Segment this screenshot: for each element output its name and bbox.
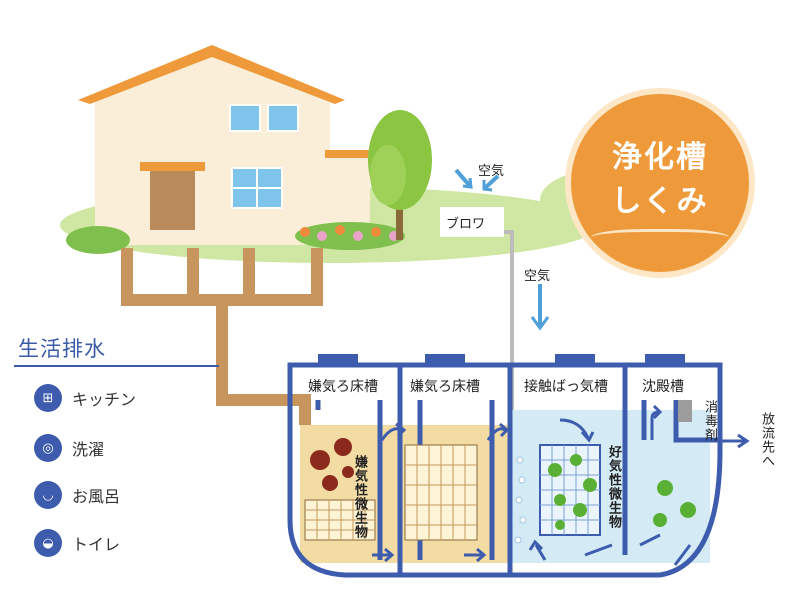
tank-label-aeration: 接触ばっ気槽 <box>524 379 608 395</box>
blower-label: ブロワ <box>446 217 486 232</box>
legend-item-laundry: ◎ 洗濯 <box>34 434 104 462</box>
drain-pipes <box>121 248 323 425</box>
bush <box>66 226 130 254</box>
legend-item-label: トイレ <box>72 535 121 554</box>
legend-item-bath: ◡ お風呂 <box>34 481 120 509</box>
badge-wave <box>591 229 729 250</box>
legend-item-label: お風呂 <box>72 487 121 506</box>
air-arrow-icon <box>454 168 550 331</box>
legend-item-kitchen: ⊞ キッチン <box>34 384 136 412</box>
bush <box>295 222 405 250</box>
badge-title-line2: しくみ <box>611 184 709 219</box>
aerobic-microbes <box>548 454 597 530</box>
kitchen-icon: ⊞ <box>34 384 62 412</box>
tank-lids <box>318 354 685 363</box>
legend-item-label: キッチン <box>72 390 137 409</box>
air-bubbles <box>514 456 527 544</box>
disinfectant-box <box>678 400 692 422</box>
legend-underline <box>14 365 219 367</box>
tank-label-settling: 沈殿槽 <box>642 379 684 395</box>
tree <box>368 110 432 240</box>
washing-machine-icon: ◎ <box>34 434 62 462</box>
bathtub-icon: ◡ <box>34 481 62 509</box>
outflow-label: 放流先へ <box>759 412 774 468</box>
badge-title-line1: 浄化槽 <box>612 140 708 175</box>
tank-label-anaerobic-1: 嫌気ろ床槽 <box>308 379 378 395</box>
title-badge: 浄化槽 しくみ <box>565 88 755 278</box>
blower-box <box>440 207 504 237</box>
toilet-icon: ◒ <box>34 529 62 557</box>
air-label-top: 空気 <box>478 164 505 179</box>
legend-item-label: 洗濯 <box>72 440 105 459</box>
house <box>78 45 380 245</box>
flow-arrow-icon <box>372 404 750 566</box>
filter-grid <box>305 445 477 540</box>
air-label-mid: 空気 <box>524 269 551 284</box>
tank-outline <box>287 362 723 578</box>
settling-microbes <box>653 480 696 527</box>
legend-item-toilet: ◒ トイレ <box>34 529 120 557</box>
legend-title: 生活排水 <box>18 337 106 361</box>
aerobic-microbe-label: 好気性微生物 <box>606 445 621 529</box>
tank-label-anaerobic-2: 嫌気ろ床槽 <box>410 379 480 395</box>
anaerobic-microbe-label: 嫌気性微生物 <box>352 455 367 539</box>
disinfectant-label: 消毒剤 <box>702 400 717 442</box>
anaerobic-microbes <box>310 438 354 491</box>
